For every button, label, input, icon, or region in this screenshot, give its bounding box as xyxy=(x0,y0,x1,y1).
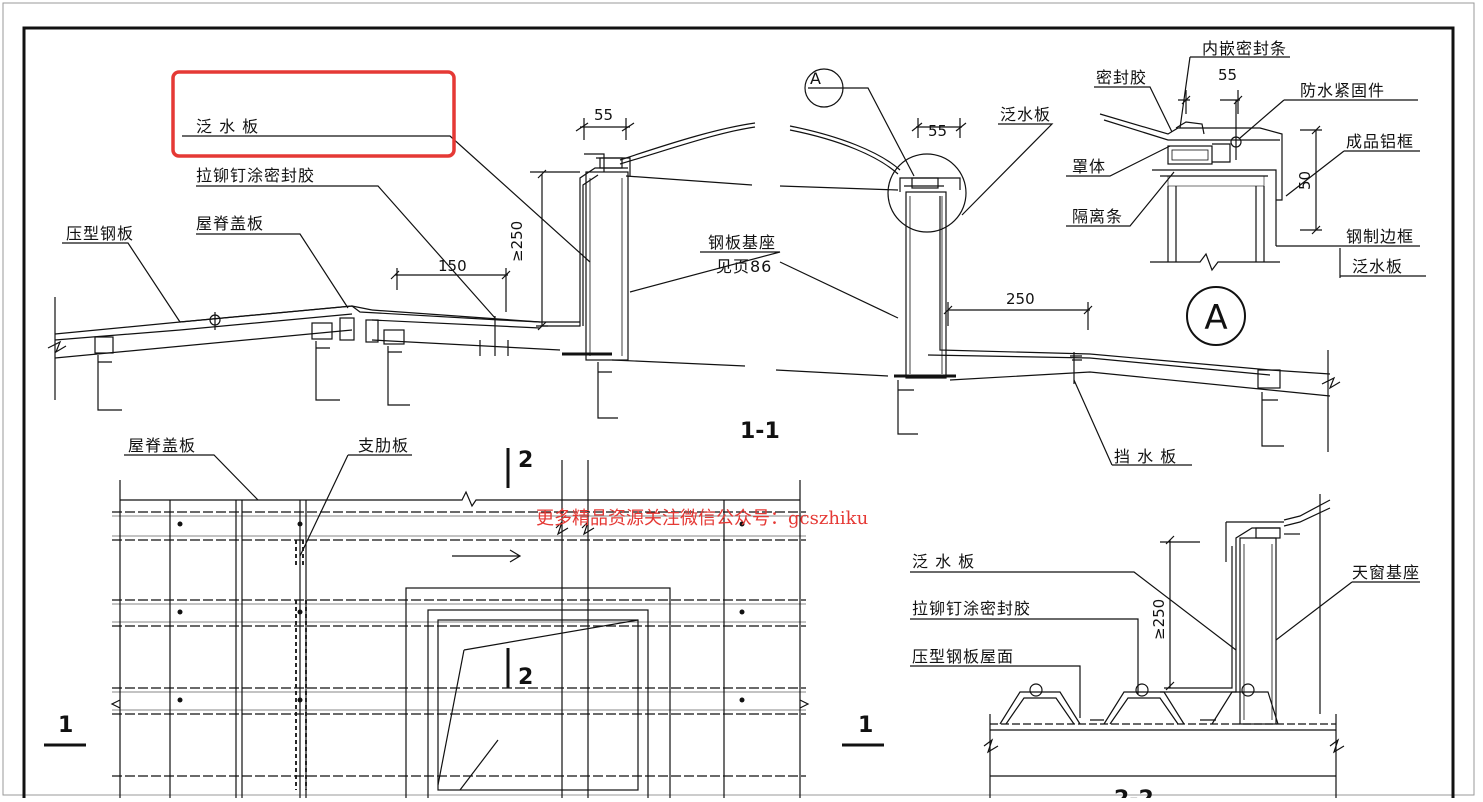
dim-a-55: 55 xyxy=(1218,66,1237,84)
label-2-2-flashing: 泛 水 板 xyxy=(912,552,975,571)
section-2-2-geometry xyxy=(983,494,1345,798)
section-title-1-1: 1-1 xyxy=(740,419,780,444)
highlight-box xyxy=(171,70,456,158)
label-profiled-roof: 压型钢板屋面 xyxy=(912,647,1014,666)
detail-a-text: 内嵌密封条 55 密封胶 防水紧固件 成品铝框 罩体 50 隔离条 钢制边框 泛… xyxy=(1072,39,1414,338)
label-embedded-seal: 内嵌密封条 xyxy=(1202,39,1287,58)
label-a-flashing: 泛水板 xyxy=(1352,257,1403,276)
label-plan-ridge-cap: 屋脊盖板 xyxy=(128,436,196,455)
cut-mark-1-left: 1 xyxy=(58,713,73,738)
label-aluminum-frame: 成品铝框 xyxy=(1346,132,1414,151)
detail-ref-a: A xyxy=(810,69,822,88)
dim-55-right: 55 xyxy=(928,122,947,140)
plan-annotations xyxy=(44,448,884,791)
detail-a-marker: A xyxy=(1204,298,1227,338)
label-rib-plate: 支肋板 xyxy=(358,436,409,455)
detail-a-annotations xyxy=(1066,56,1426,277)
section-1-1-right-text: A 55 泛水板 250 挡 水 板 xyxy=(810,69,1177,466)
section-2-2-text: 泛 水 板 拉铆钉涂密封胶 压型钢板屋面 天窗基座 ≥250 2-2 xyxy=(912,552,1420,802)
detail-a-geometry xyxy=(1099,90,1341,346)
label-ridge-cap: 屋脊盖板 xyxy=(196,214,264,233)
label-flashing-left: 泛 水 板 xyxy=(196,117,259,136)
section-1-1-right-annotations xyxy=(779,68,1192,466)
label-hood: 罩体 xyxy=(1072,157,1106,176)
dim-55-left: 55 xyxy=(594,106,613,124)
label-sealant: 密封胶 xyxy=(1096,68,1147,87)
label-flashing-right: 泛水板 xyxy=(1000,105,1051,124)
label-steel-frame: 钢制边框 xyxy=(1346,227,1414,246)
dim-2-2-250: ≥250 xyxy=(1150,599,1168,640)
label-skylight-base: 天窗基座 xyxy=(1352,563,1420,582)
label-see-page: 见页86 xyxy=(716,257,772,276)
label-2-2-rivet-sealant: 拉铆钉涂密封胶 xyxy=(912,599,1031,618)
label-water-stop: 挡 水 板 xyxy=(1114,447,1177,466)
plan-rivet-dots xyxy=(177,521,745,703)
dim-250-left: ≥250 xyxy=(508,221,526,262)
watermark-text: 更多精品资源关注微信公众号：gcszhiku xyxy=(536,508,868,529)
cut-mark-2-mid: 2 xyxy=(518,665,533,690)
section-1-1-left-geometry xyxy=(47,122,756,419)
dim-a-50: 50 xyxy=(1296,171,1314,190)
label-waterproof-fastener: 防水紧固件 xyxy=(1300,81,1385,100)
plan-text: 屋脊盖板 支肋板 2 2 1 1 xyxy=(58,436,873,738)
section-1-1-left-text: 泛 水 板 拉铆钉涂密封胶 压型钢板 屋脊盖板 55 ≥250 150 钢板基座… xyxy=(66,106,780,444)
cut-mark-2-top: 2 xyxy=(518,448,533,473)
dim-250-right: 250 xyxy=(1006,290,1035,308)
plan-geometry xyxy=(110,460,810,801)
section-title-2-2: 2-2 xyxy=(1114,787,1154,798)
section-1-1-right-geometry xyxy=(775,125,1341,452)
cut-mark-1-right: 1 xyxy=(858,713,873,738)
frame-border xyxy=(22,26,1455,798)
section-2-2-annotations xyxy=(910,571,1420,718)
dim-150: 150 xyxy=(438,257,467,275)
label-profiled-steel: 压型钢板 xyxy=(66,224,134,243)
label-rivet-sealant: 拉铆钉涂密封胶 xyxy=(196,166,315,185)
section-1-1-left-annotations xyxy=(62,118,781,331)
label-steel-base: 钢板基座 xyxy=(708,233,776,252)
label-isolation-strip: 隔离条 xyxy=(1072,207,1123,226)
